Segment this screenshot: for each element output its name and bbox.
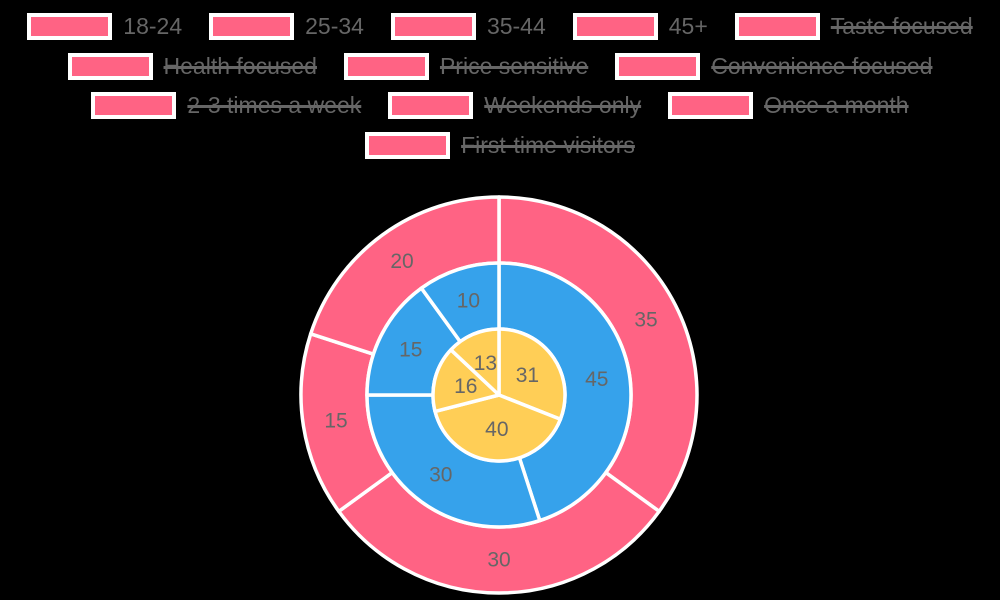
legend-label: Price sensitive xyxy=(439,52,589,79)
segment-value-label: 31 xyxy=(516,364,539,387)
legend-row-4: First-time visitors xyxy=(365,132,635,160)
legend-swatch xyxy=(668,92,754,120)
segment-value-label: 15 xyxy=(399,339,422,362)
legend-swatch xyxy=(365,132,451,160)
legend-swatch xyxy=(388,92,474,120)
legend-label: 35-44 xyxy=(486,13,546,39)
legend-label: 18-24 xyxy=(123,13,183,39)
segment-value-label: 10 xyxy=(457,289,480,312)
legend-item-2-3-times-a-week[interactable]: 2-3 times a week xyxy=(91,92,361,120)
legend-swatch xyxy=(27,13,113,41)
legend-item-once-a-month[interactable]: Once a month xyxy=(668,92,909,120)
legend-swatch xyxy=(734,13,820,41)
segment-value-label: 40 xyxy=(485,418,508,441)
legend-row-3: 2-3 times a week Weekends only Once a mont… xyxy=(91,92,909,120)
segment-value-label: 30 xyxy=(487,549,510,572)
legend-label: Convenience focused xyxy=(711,52,933,79)
segment-value-label: 16 xyxy=(454,375,477,398)
segment-value-label: 15 xyxy=(324,409,347,432)
segment-inner-ring-45[interactable] xyxy=(449,327,501,397)
legend-swatch xyxy=(390,13,476,41)
legend-swatch xyxy=(91,92,177,120)
legend-swatch xyxy=(67,52,153,80)
legend-item-health-focused[interactable]: Health focused xyxy=(67,52,317,81)
legend-label: 25-34 xyxy=(305,13,364,39)
legend-swatch xyxy=(615,52,701,80)
legend-label: First-time visitors xyxy=(461,131,635,158)
legend-label: Once a month xyxy=(764,92,909,119)
legend-label: Taste focused xyxy=(830,13,973,39)
legend-row-1: 18-24 25-34 35-44 45+ Taste focused xyxy=(27,13,973,41)
legend-label: Health focused xyxy=(163,52,317,79)
segment-value-label: 20 xyxy=(390,250,413,273)
segment-value-label: 45 xyxy=(585,368,608,391)
legend-item-18-24[interactable]: 18-24 xyxy=(27,13,182,41)
legend-item-weekends-only[interactable]: Weekends only xyxy=(388,92,641,120)
legend-swatch xyxy=(343,52,429,80)
legend-swatch xyxy=(572,13,658,41)
legend-swatch xyxy=(209,13,295,41)
legend-item-convenience-focused[interactable]: Convenience focused xyxy=(615,53,932,81)
legend-label: 45+ xyxy=(668,13,708,39)
segment-inner-ring-35-44[interactable] xyxy=(431,348,501,414)
legend-item-taste-focused[interactable]: Taste focused xyxy=(734,13,973,41)
legend-label: 2-3 times a week xyxy=(187,92,362,119)
legend-item-35-44[interactable]: 35-44 xyxy=(390,13,546,41)
legend-item-first-time-visitors[interactable]: First-time visitors xyxy=(365,132,635,160)
legend-label: Weekends only xyxy=(484,92,642,119)
legend-item-price-sensitive[interactable]: Price sensitive xyxy=(343,52,589,81)
legend-item-25-34[interactable]: 25-34 xyxy=(209,13,364,41)
segment-value-label: 30 xyxy=(429,464,452,487)
segment-value-label: 13 xyxy=(474,352,497,375)
segment-value-label: 35 xyxy=(634,309,657,332)
legend-item-45[interactable]: 45+ xyxy=(572,13,708,41)
segment-inner-ring-25-34[interactable] xyxy=(433,393,563,463)
legend-row-2: Health focused Price sensitive Convenience… xyxy=(67,52,932,81)
segment-inner-ring-18-24[interactable] xyxy=(497,327,567,422)
